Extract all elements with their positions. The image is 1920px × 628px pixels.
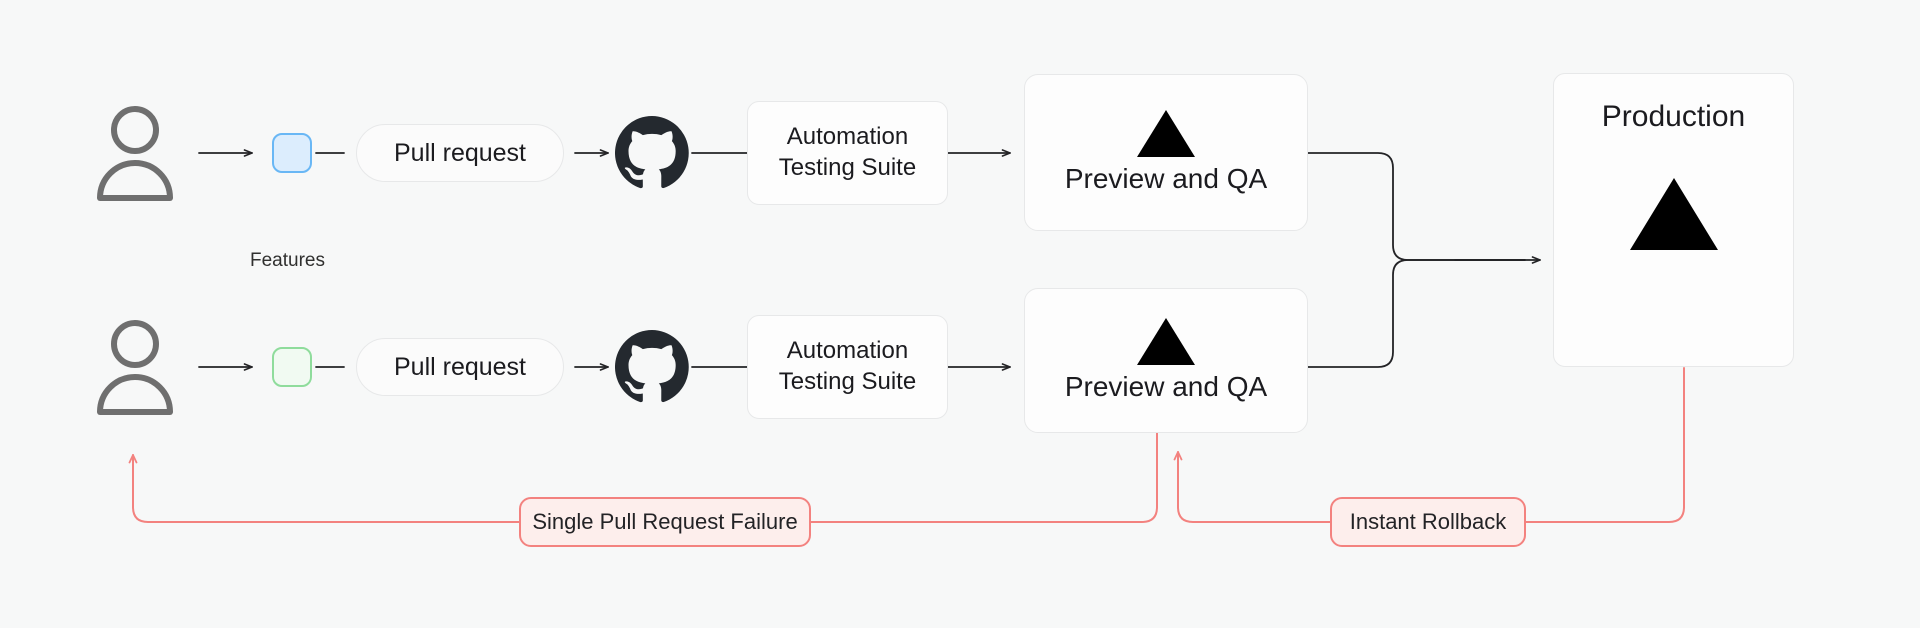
preview-qa-card-top: Preview and QA <box>1024 74 1308 231</box>
production-card: Production <box>1553 73 1794 367</box>
annotation-label: Instant Rollback <box>1349 509 1507 534</box>
connector-failure-from-preview <box>809 427 1158 523</box>
connector-preview-top-to-production <box>1307 152 1526 261</box>
person-icon <box>96 319 174 415</box>
testing-suite-line1: Automation <box>786 123 909 151</box>
automation-testing-suite-card-top: Automation Testing Suite <box>747 101 948 205</box>
preview-qa-label: Preview and QA <box>1064 371 1268 402</box>
person-icon <box>96 105 174 201</box>
connector-rollback-from-production <box>1524 367 1685 523</box>
automation-testing-suite-card-bottom: Automation Testing Suite <box>747 315 948 419</box>
vercel-triangle-icon <box>1137 318 1195 365</box>
pull-request-label: Pull request <box>393 352 527 381</box>
pull-request-pill-bottom[interactable]: Pull request <box>356 338 564 396</box>
pull-request-label: Pull request <box>393 138 527 167</box>
preview-qa-label: Preview and QA <box>1064 163 1268 194</box>
annotation-label: Single Pull Request Failure <box>532 509 798 534</box>
github-icon <box>615 330 689 404</box>
testing-suite-line2: Testing Suite <box>778 154 917 181</box>
github-icon <box>615 116 689 190</box>
vercel-triangle-icon <box>1629 178 1718 250</box>
connector-preview-bottom-to-production <box>1307 259 1526 368</box>
vercel-triangle-icon <box>1137 110 1195 157</box>
annotation-single-pull-request-failure: Single Pull Request Failure <box>519 497 811 547</box>
feature-chip-bottom[interactable] <box>272 347 312 387</box>
annotation-instant-rollback: Instant Rollback <box>1330 497 1526 547</box>
connector-rollback-to-preview <box>1173 451 1331 523</box>
production-label: Production <box>1601 100 1746 133</box>
features-caption: Features <box>250 250 325 271</box>
testing-suite-line2: Testing Suite <box>778 368 917 395</box>
preview-qa-card-bottom: Preview and QA <box>1024 288 1308 433</box>
feature-chip-top[interactable] <box>272 133 312 173</box>
connector-failure-to-person <box>128 454 521 523</box>
testing-suite-line1: Automation <box>786 337 909 365</box>
pull-request-pill-top[interactable]: Pull request <box>356 124 564 182</box>
